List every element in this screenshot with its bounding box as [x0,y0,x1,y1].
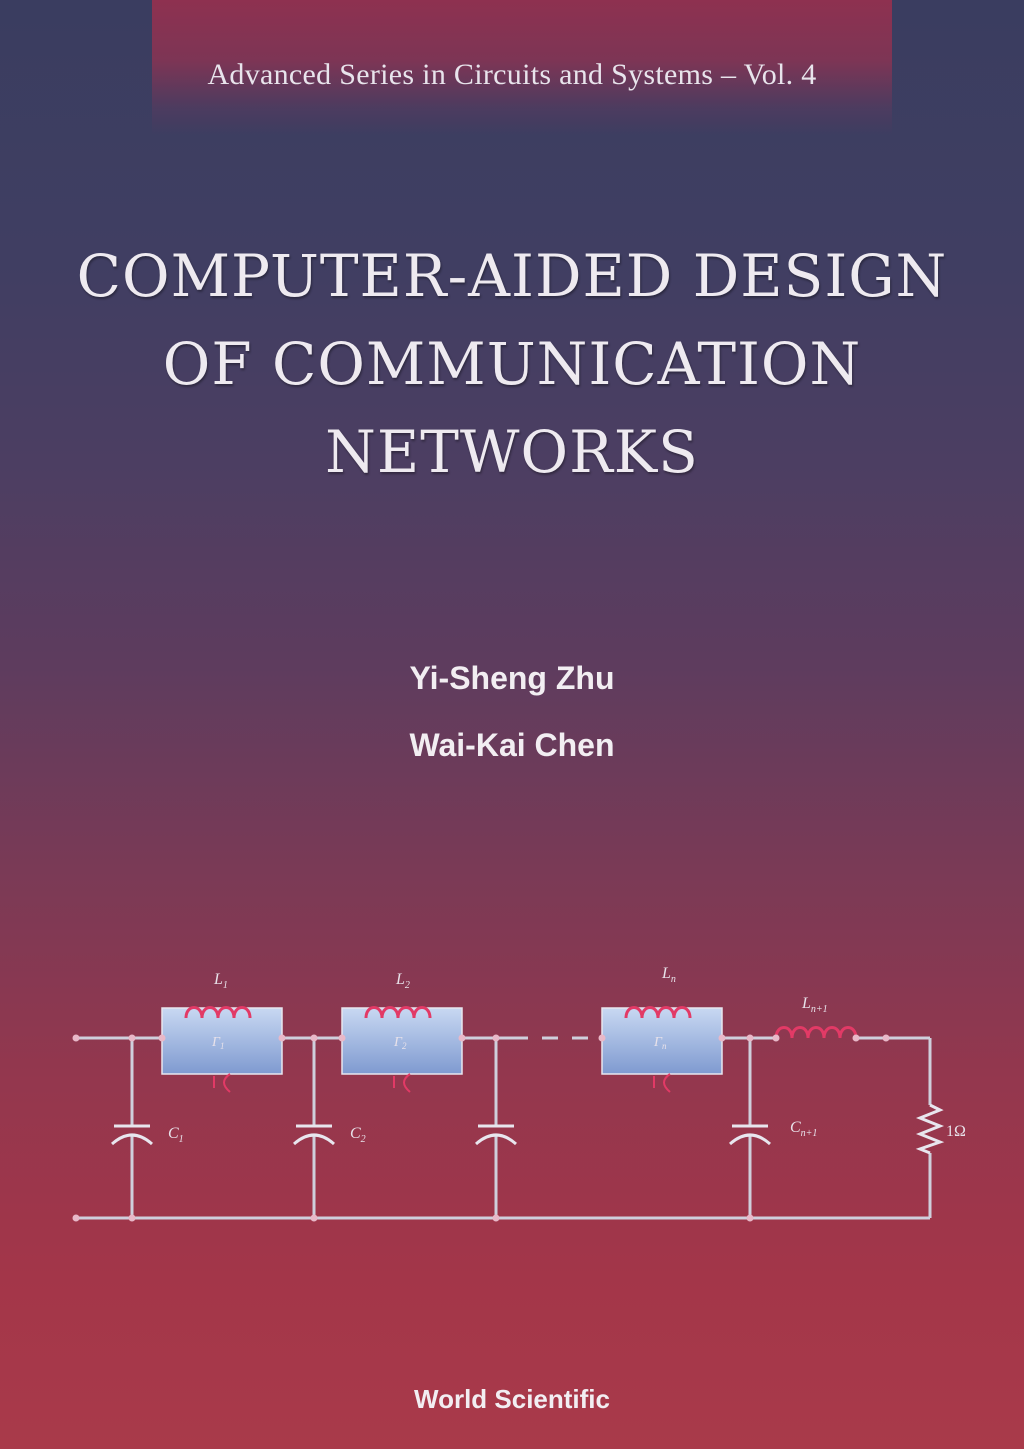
junction-dot [772,1034,780,1042]
label-resistor: 1Ω [946,1123,966,1140]
label-C1: C1 [168,1125,184,1145]
junction-dots [72,1034,890,1222]
ladder-network-diagram: L1 L2 Ln Ln+1 Γ1 Γ2 Γn C1 C2 Cn+1 1Ω [72,965,966,1222]
author-2: Wai-Kai Chen [409,727,615,763]
element-n-cap-curve [663,1073,671,1093]
junction-dot [72,1034,80,1042]
series-element-n [601,1006,723,1093]
label-L1: L1 [213,971,228,991]
label-Cn-plus-1: Cn+1 [790,1119,817,1139]
author-1: Yi-Sheng Zhu [409,660,615,696]
series-title: Advanced Series in Circuits and Systems … [207,58,817,91]
capacitor-3-curve [474,1133,518,1146]
resistor-1ohm [915,1103,945,1155]
capacitor-4-curve [728,1133,772,1146]
junction-dot [72,1214,80,1222]
element-1-box [161,1007,283,1075]
junction-dot [128,1214,136,1222]
element-1-coil [184,1006,252,1019]
junction-dot [746,1214,754,1222]
label-Ln: Ln [661,965,676,985]
label-L2: L2 [395,971,410,991]
label-Ln-plus-1: Ln+1 [801,995,828,1015]
junction-dot [458,1034,466,1042]
element-n-coil [624,1006,692,1019]
series-band [152,0,892,135]
wires [76,1036,932,1220]
junction-dot [492,1034,500,1042]
book-title-line-2: OF COMMUNICATION [162,330,862,398]
book-title-line-1: COMPUTER-AIDED DESIGN [76,242,948,310]
shunt-capacitors [110,1124,772,1146]
junction-dot [598,1034,606,1042]
publisher-name: World Scientific [414,1384,610,1414]
series-element-1 [161,1006,283,1093]
junction-dot [278,1034,286,1042]
junction-dot [158,1034,166,1042]
junction-dot [310,1034,318,1042]
junction-dot [852,1034,860,1042]
junction-dot [492,1214,500,1222]
label-gamma-1: Γ1 [211,1035,224,1051]
junction-dot [128,1034,136,1042]
junction-dot [882,1034,890,1042]
inductor-n-plus-1 [774,1026,858,1039]
element-2-coil [364,1006,432,1019]
label-gamma-n: Γn [653,1035,667,1051]
element-1-cap-curve [223,1073,231,1093]
junction-dot [718,1034,726,1042]
junction-dot [310,1214,318,1222]
capacitor-2-curve [292,1133,336,1146]
junction-dot [746,1034,754,1042]
book-title-line-3: NETWORKS [325,418,699,486]
capacitor-1-curve [110,1133,154,1146]
element-n-box [601,1007,723,1075]
element-2-cap-curve [403,1073,411,1093]
junction-dot [338,1034,346,1042]
label-C2: C2 [350,1125,366,1145]
label-gamma-2: Γ2 [393,1035,407,1051]
